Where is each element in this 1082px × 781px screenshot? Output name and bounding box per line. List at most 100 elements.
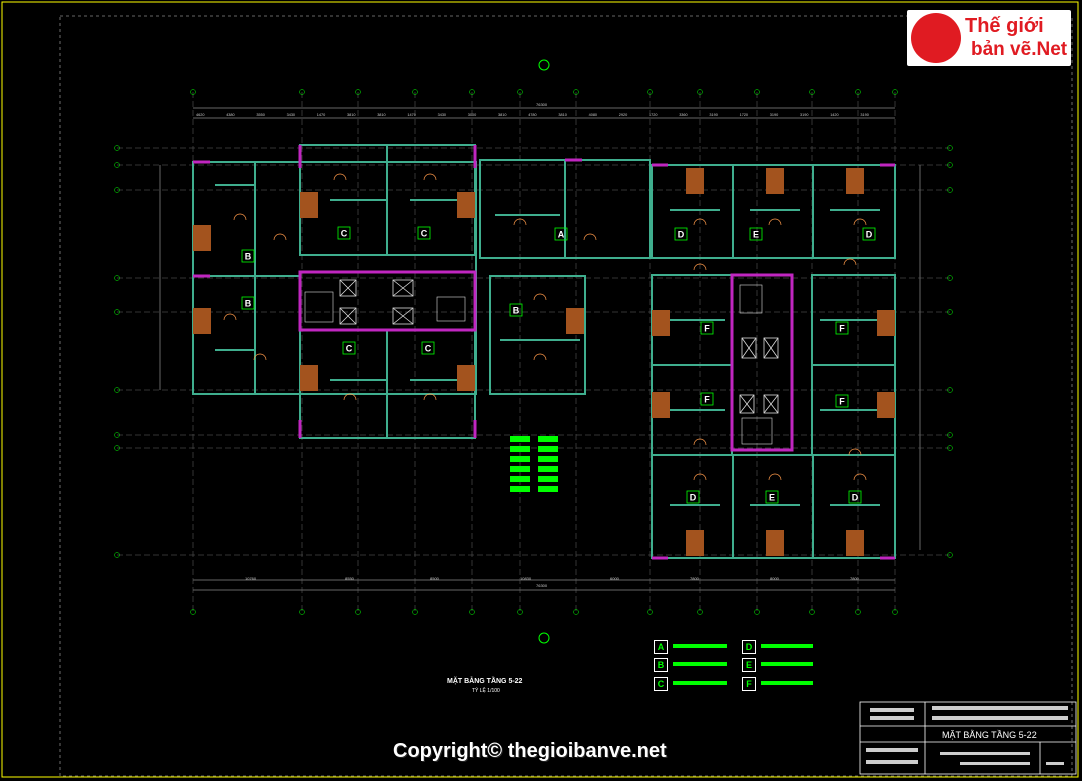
room-label: F: [704, 324, 710, 334]
door-swing: [859, 473, 867, 481]
legend-bar: [761, 681, 813, 685]
bottom-dim-label: 10830: [520, 576, 532, 581]
bottom-dim-label: 8550: [345, 576, 355, 581]
grid-bubble: [754, 609, 760, 615]
legend-bar: [761, 662, 813, 666]
overall-dim-bottom: 76300: [536, 583, 548, 588]
room-label-box: [421, 341, 435, 355]
title-block-text-bars: [866, 706, 1068, 765]
legend-letter: F: [742, 677, 756, 691]
bottom-dim-label: 7800: [850, 576, 860, 581]
top-dim-label: 3810: [558, 113, 566, 117]
room-label: F: [839, 397, 845, 407]
room-label: C: [421, 229, 428, 239]
bottom-dim-label: 6000: [610, 576, 620, 581]
door-swing: [253, 353, 261, 361]
door-swing: [539, 353, 547, 361]
grid-bubble: [647, 609, 653, 615]
grid-bubble: [469, 609, 475, 615]
copyright-watermark: Copyright© thegioibanve.net: [393, 740, 667, 762]
right-wing-walls: [651, 164, 896, 559]
drawing-border: [59, 15, 1073, 777]
legend-letter: C: [654, 677, 668, 691]
door-swing: [273, 233, 281, 241]
top-dim-label: 4380: [226, 113, 234, 117]
legend-bar: [673, 662, 727, 666]
door-swing: [699, 438, 707, 446]
grid-bubble: [114, 187, 120, 193]
door-swing: [519, 218, 527, 226]
top-dim-label: 3190: [860, 113, 868, 117]
top-dim-label: 3810: [377, 113, 385, 117]
door-swing: [533, 293, 541, 301]
bottom-dim-label: 10760: [245, 576, 257, 581]
door-swing: [849, 258, 857, 266]
room-label: B: [513, 306, 520, 316]
door-swing: [349, 393, 357, 401]
legend-letter: B: [654, 658, 668, 672]
grid-bubble: [947, 162, 953, 168]
grid-bubble: [947, 275, 953, 281]
door-swing: [859, 218, 867, 226]
room-label-box: [700, 392, 714, 406]
door-swing: [693, 438, 701, 446]
room-label: C: [341, 229, 348, 239]
grid-bubble: [114, 145, 120, 151]
door-swing: [699, 473, 707, 481]
bottom-dim-label: 8000: [770, 576, 780, 581]
grid-bubble: [573, 89, 579, 95]
room-label-box: [509, 303, 523, 317]
top-dim-label: 1420: [830, 113, 838, 117]
room-label-box: [337, 226, 351, 240]
legend-bar: [673, 644, 727, 648]
parking-marks: [510, 436, 558, 492]
grid-bubble: [469, 89, 475, 95]
door-swing: [853, 473, 861, 481]
door-swing: [693, 473, 701, 481]
door-swing: [693, 218, 701, 226]
room-label-box: [241, 296, 255, 310]
door-swing: [583, 233, 591, 241]
bottom-dim-label: 7800: [690, 576, 700, 581]
top-dim-label: 3190: [709, 113, 717, 117]
left-wing-walls: [192, 144, 651, 439]
door-swing: [233, 213, 241, 221]
top-dim-label: 3360: [679, 113, 687, 117]
grid-bubble: [892, 89, 898, 95]
door-swing: [539, 293, 547, 301]
room-label: F: [839, 324, 845, 334]
grid-bubble: [114, 445, 120, 451]
grid-bubble: [114, 432, 120, 438]
top-dim-label: 4080: [589, 113, 597, 117]
door-swing: [513, 218, 521, 226]
room-label: D: [678, 230, 685, 240]
grid-bubble: [947, 432, 953, 438]
grid-bubble: [947, 387, 953, 393]
top-dim-label: 4780: [528, 113, 536, 117]
grid-bubble: [697, 89, 703, 95]
elevators: [339, 279, 779, 414]
grid-bubble: [114, 309, 120, 315]
door-swing: [589, 233, 597, 241]
top-dim-label: 3810: [347, 113, 355, 117]
site-logo[interactable]: Thế giới bản vẽ.Net: [907, 10, 1071, 66]
door-swing: [229, 313, 237, 321]
grid-bubble: [412, 89, 418, 95]
drawing-scale: TỶ LỆ 1/100: [472, 688, 500, 694]
room-label-box: [342, 341, 356, 355]
room-label-box: [417, 226, 431, 240]
room-label: B: [245, 252, 252, 262]
legend-letter: D: [742, 640, 756, 654]
top-dim-label: 3190: [800, 113, 808, 117]
room-label: E: [769, 493, 775, 503]
grid-bubble: [947, 309, 953, 315]
grid-bubble: [947, 187, 953, 193]
grid-bubble: [299, 89, 305, 95]
legend-bar: [673, 681, 727, 685]
stairs: [304, 284, 773, 445]
core-walls: [193, 145, 895, 560]
top-dim-label: 4620: [196, 113, 204, 117]
grid-bubble: [114, 275, 120, 281]
